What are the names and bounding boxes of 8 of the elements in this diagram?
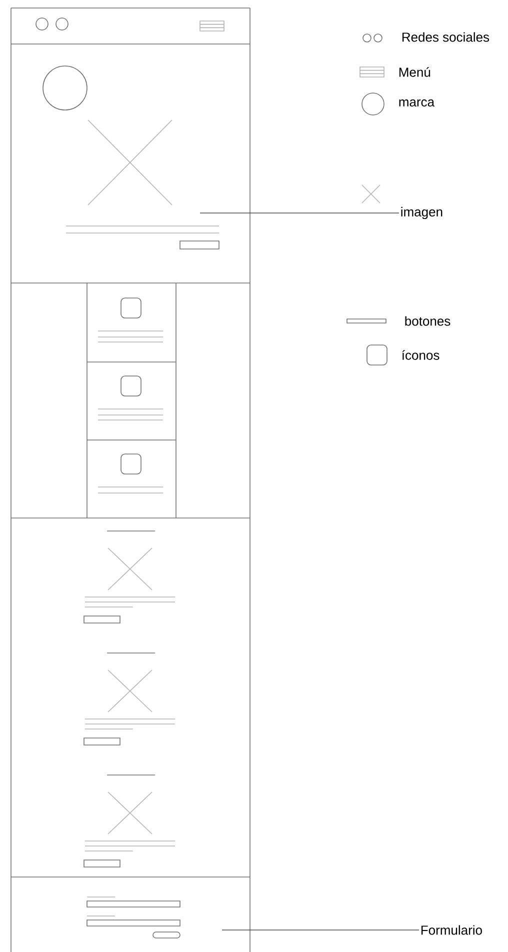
legend-label: Menú <box>399 67 430 77</box>
legend-label: marca <box>399 99 434 107</box>
callout-label: Formulario <box>421 925 482 935</box>
legend-label: Redes sociales <box>402 32 490 42</box>
leader-line <box>200 212 400 214</box>
legend-label: íconos <box>402 350 440 360</box>
legend-label: botones <box>405 316 450 326</box>
callout-label: imagen <box>401 206 442 220</box>
